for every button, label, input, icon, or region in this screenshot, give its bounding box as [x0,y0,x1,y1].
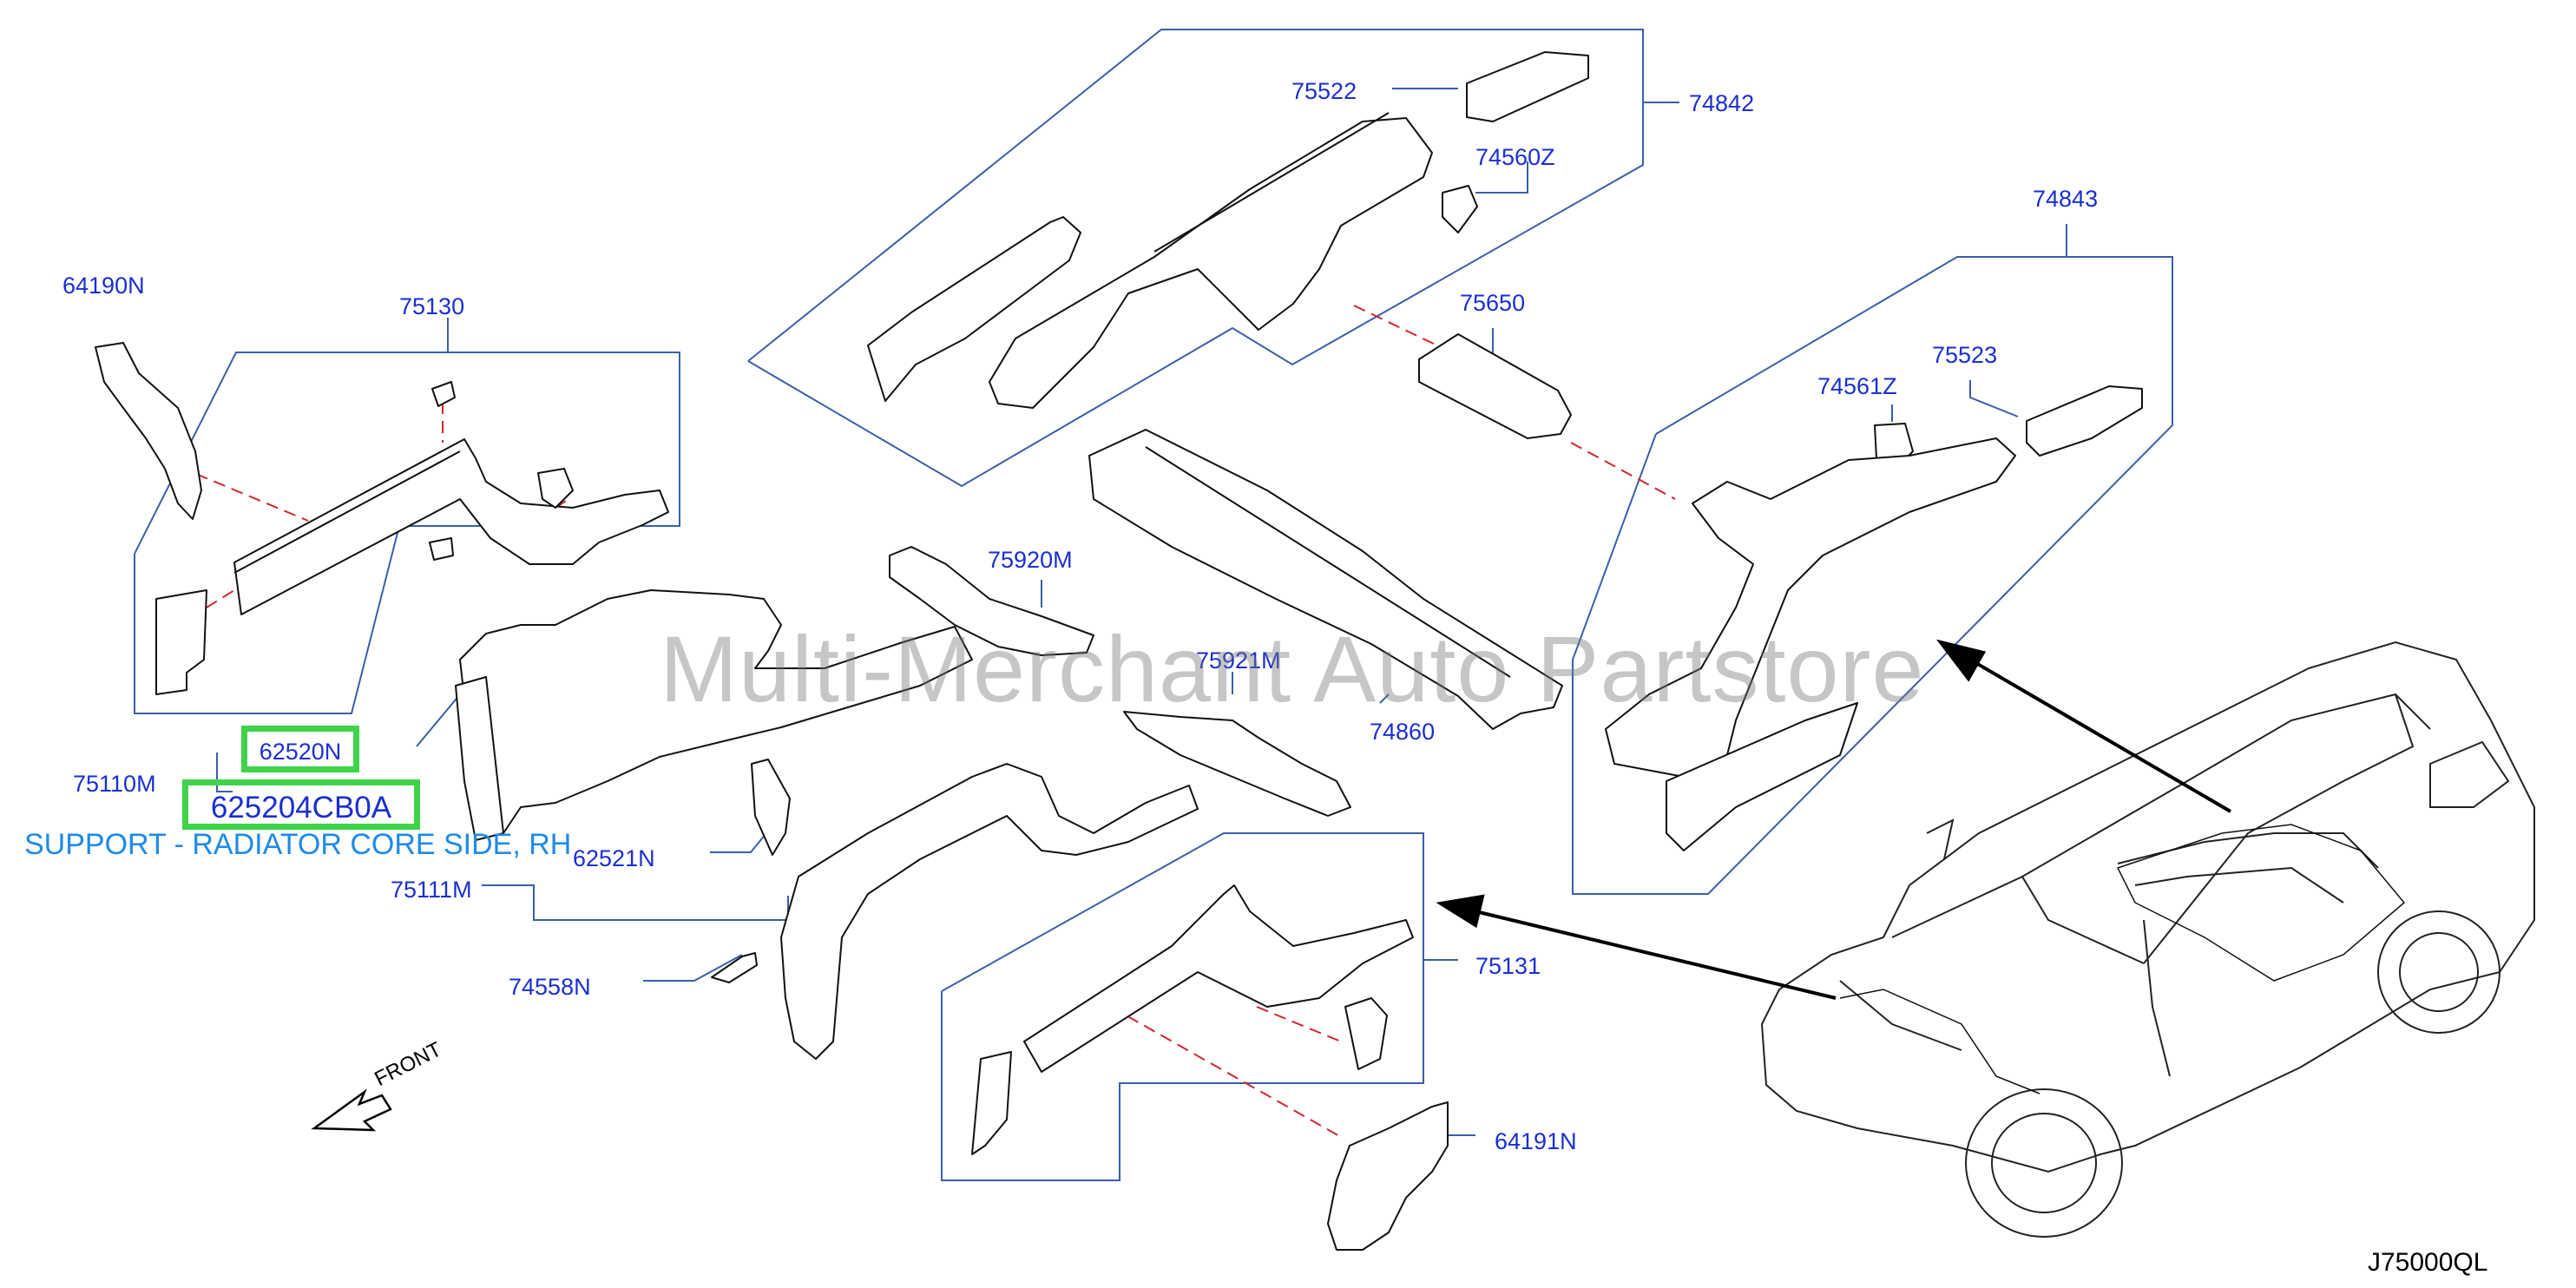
part-62521N [751,759,791,856]
group-box-75131 [941,832,1424,1181]
label-74560Z[interactable]: 74560Z [1475,144,1555,170]
diagram-code: J75000QL [2368,1248,2488,1277]
part-74843 [1605,437,2016,778]
callout-arrows [1436,639,2232,1000]
part-75921M [1123,711,1351,817]
part-75110M [459,589,973,834]
label-62521N[interactable]: 62521N [573,845,655,871]
part-75650 [1418,333,1572,439]
part-64190N [95,342,202,520]
label-74843[interactable]: 74843 [2033,186,2099,212]
label-75921M[interactable]: 75921M [1196,647,1281,674]
label-75522[interactable]: 75522 [1291,78,1357,104]
label-75110M[interactable]: 75110M [73,771,156,797]
part-75522 [1466,51,1589,122]
group-label-62520N: 62520N [259,739,342,765]
part-number-625204CB0A: 625204CB0A [210,791,392,825]
part-number-highlight[interactable]: 625204CB0A [182,779,420,830]
group-box-74843 [1572,256,2173,895]
part-74842 [867,216,1081,402]
label-75920M[interactable]: 75920M [988,547,1073,573]
vehicle-outline [1760,641,2535,1238]
label-75130[interactable]: 75130 [399,293,465,319]
part-75920M [889,546,1094,656]
part-74558N [711,952,758,983]
label-75131[interactable]: 75131 [1475,953,1541,979]
label-64191N[interactable]: 64191N [1495,1128,1577,1154]
group-box-74842 [747,29,1644,488]
part-74860 [1088,429,1563,730]
part-75131 [1023,884,1414,1073]
part-75111M [780,763,1199,1060]
label-74561Z[interactable]: 74561Z [1817,373,1897,399]
label-64190N[interactable]: 64190N [62,273,145,299]
label-74842[interactable]: 74842 [1689,90,1755,116]
label-74860[interactable]: 74860 [1370,719,1436,745]
part-description: SUPPORT - RADIATOR CORE SIDE, RH [24,828,572,861]
label-75111M[interactable]: 75111M [391,877,472,903]
part-64191N [1327,1101,1449,1251]
part-75523 [2026,385,2143,457]
watermark: Multi-Merchant Auto Partstore [660,616,1925,721]
label-75523[interactable]: 75523 [1932,342,1998,368]
group-label-highlight[interactable]: 62520N [241,726,359,772]
label-75650[interactable]: 75650 [1460,290,1526,316]
front-arrow-icon [311,1088,392,1132]
label-74558N[interactable]: 74558N [509,974,591,1000]
